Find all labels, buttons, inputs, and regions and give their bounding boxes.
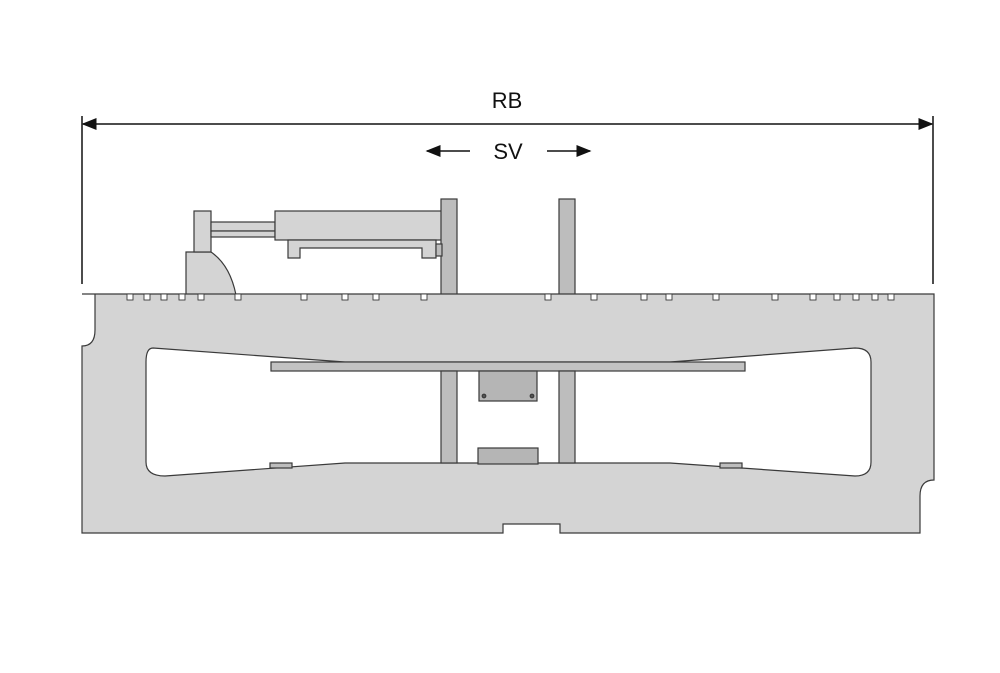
lower-pad-right	[719, 462, 743, 469]
left-carrier-clamp	[435, 243, 443, 257]
cylinder-port-boss	[287, 239, 437, 259]
top-slots	[126, 293, 895, 301]
left-fork-carrier	[440, 198, 458, 297]
lower-slide-plate	[477, 447, 539, 465]
bolt-icon	[481, 393, 487, 399]
lower-pad-left	[269, 462, 293, 469]
main-frame	[81, 293, 935, 534]
right-carrier-lower-leg	[558, 370, 576, 464]
frame-body	[81, 293, 935, 534]
cylinder-barrel	[274, 210, 443, 241]
sv-label: SV	[493, 139, 523, 164]
left-carrier-lower-leg	[440, 370, 458, 464]
upper-slide-plate	[478, 370, 538, 402]
rb-label: RB	[492, 88, 523, 113]
upper-guide-rail	[270, 361, 746, 372]
right-fork-carrier	[558, 198, 576, 297]
cylinder-rear-mount	[193, 210, 212, 253]
sv-dimension: SV	[425, 139, 592, 164]
rb-dimension: RB	[81, 88, 934, 284]
cylinder-mount-bracket	[185, 251, 237, 296]
hydraulic-cylinder	[185, 210, 443, 296]
piston-rod	[210, 221, 276, 232]
bolt-icon	[529, 393, 535, 399]
fork-carriers	[435, 198, 576, 297]
rod-collar	[210, 230, 276, 238]
inner-mechanism	[269, 361, 746, 469]
